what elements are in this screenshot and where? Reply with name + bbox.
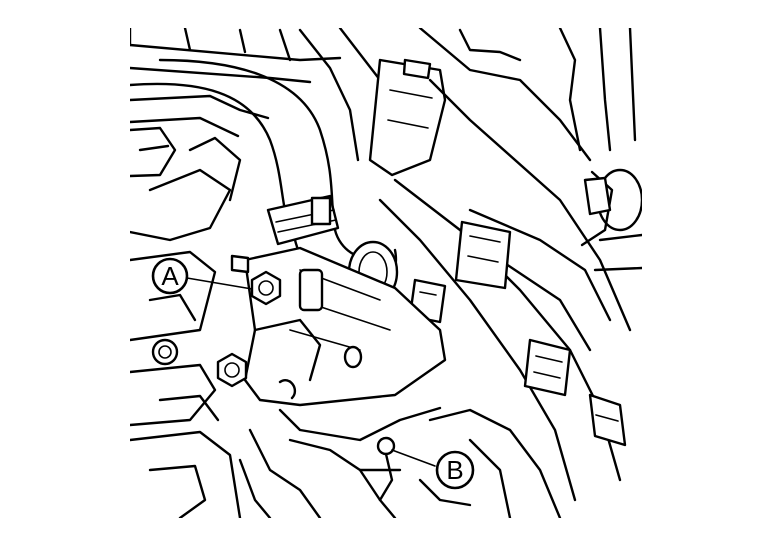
line-art <box>130 28 642 518</box>
callout-a-leader <box>186 277 253 290</box>
callout-b-label: B <box>446 455 463 485</box>
callout-b: B <box>435 450 475 490</box>
callout-b-leader <box>391 449 436 467</box>
callout-a-label: A <box>161 261 179 291</box>
callout-a: A <box>151 257 189 295</box>
